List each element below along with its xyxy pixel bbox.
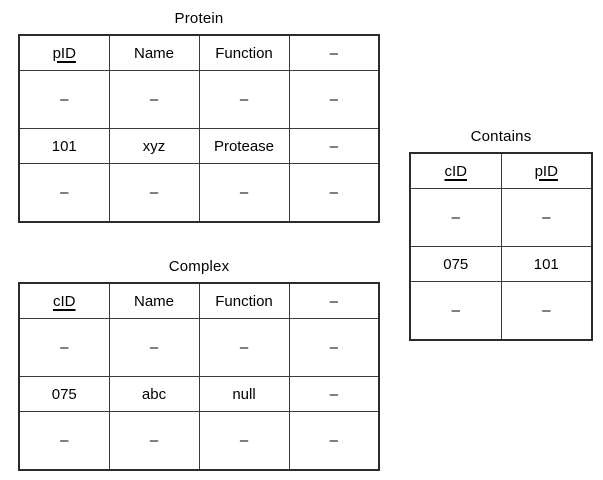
protein-header-name: Name (108, 34, 200, 71)
complex-r1-c2: – (108, 318, 200, 377)
protein-r3-c3: – (198, 163, 290, 223)
protein-r3-c1: – (18, 163, 110, 223)
complex-header-name: Name (108, 282, 200, 319)
protein-header-ellipsis: – (288, 34, 380, 71)
protein-table-title: Protein (174, 10, 224, 27)
contains-r2-c1: 075 (409, 246, 502, 282)
complex-r2-c2: abc (108, 376, 200, 412)
protein-r2-c1: 101 (18, 128, 110, 164)
complex-table-title: Complex (168, 258, 230, 275)
protein-r3-c2: – (108, 163, 200, 223)
table-row: – – – – (18, 163, 380, 223)
table-row: 075 101 (409, 246, 593, 282)
contains-r1-c1: – (409, 188, 502, 247)
complex-r1-c1: – (18, 318, 110, 377)
protein-r2-c3: Protease (198, 128, 290, 164)
table-header-row: cID Name Function – (18, 282, 380, 319)
complex-header-cid: cID (18, 282, 110, 319)
complex-header-ellipsis: – (288, 282, 380, 319)
table-row: – – – – (18, 318, 380, 377)
protein-r1-c2: – (108, 70, 200, 129)
complex-relation-table: cID Name Function – – – – – 075 abc null… (18, 282, 380, 471)
contains-r3-c1: – (409, 281, 502, 341)
table-header-row: pID Name Function – (18, 34, 380, 71)
complex-r2-c1: 075 (18, 376, 110, 412)
table-row: 075 abc null – (18, 376, 380, 412)
complex-header-function: Function (198, 282, 290, 319)
table-row: – – (409, 281, 593, 341)
table-header-row: cID pID (409, 152, 593, 189)
protein-header-pid: pID (18, 34, 110, 71)
protein-header-function: Function (198, 34, 290, 71)
protein-r3-c4: – (288, 163, 380, 223)
complex-r1-c4: – (288, 318, 380, 377)
complex-header-cid-label: cID (53, 292, 76, 310)
contains-table-title: Contains (470, 128, 532, 145)
table-row: – – – – (18, 70, 380, 129)
contains-header-pid: pID (500, 152, 593, 189)
complex-table-block: Complex cID Name Function – – – – – 075 … (18, 258, 380, 471)
protein-r1-c4: – (288, 70, 380, 129)
protein-header-pid-label: pID (52, 44, 76, 62)
table-row: 101 xyz Protease – (18, 128, 380, 164)
complex-r3-c2: – (108, 411, 200, 471)
protein-relation-table: pID Name Function – – – – – 101 xyz Prot… (18, 34, 380, 223)
contains-header-cid: cID (409, 152, 502, 189)
complex-r3-c3: – (198, 411, 290, 471)
protein-table-block: Protein pID Name Function – – – – – 101 … (18, 10, 380, 223)
complex-r3-c4: – (288, 411, 380, 471)
protein-r2-c2: xyz (108, 128, 200, 164)
table-row: – – – – (18, 411, 380, 471)
complex-r2-c3: null (198, 376, 290, 412)
contains-r2-c2: 101 (500, 246, 593, 282)
complex-r2-c4: – (288, 376, 380, 412)
contains-header-cid-label: cID (444, 162, 468, 180)
contains-table-block: Contains cID pID – – 075 101 – – (409, 128, 593, 341)
complex-r1-c3: – (198, 318, 290, 377)
protein-r1-c3: – (198, 70, 290, 129)
contains-relation-table: cID pID – – 075 101 – – (409, 152, 593, 341)
contains-r1-c2: – (500, 188, 593, 247)
table-row: – – (409, 188, 593, 247)
complex-r3-c1: – (18, 411, 110, 471)
protein-r2-c4: – (288, 128, 380, 164)
contains-r3-c2: – (500, 281, 593, 341)
contains-header-pid-label: pID (534, 162, 558, 180)
protein-r1-c1: – (18, 70, 110, 129)
